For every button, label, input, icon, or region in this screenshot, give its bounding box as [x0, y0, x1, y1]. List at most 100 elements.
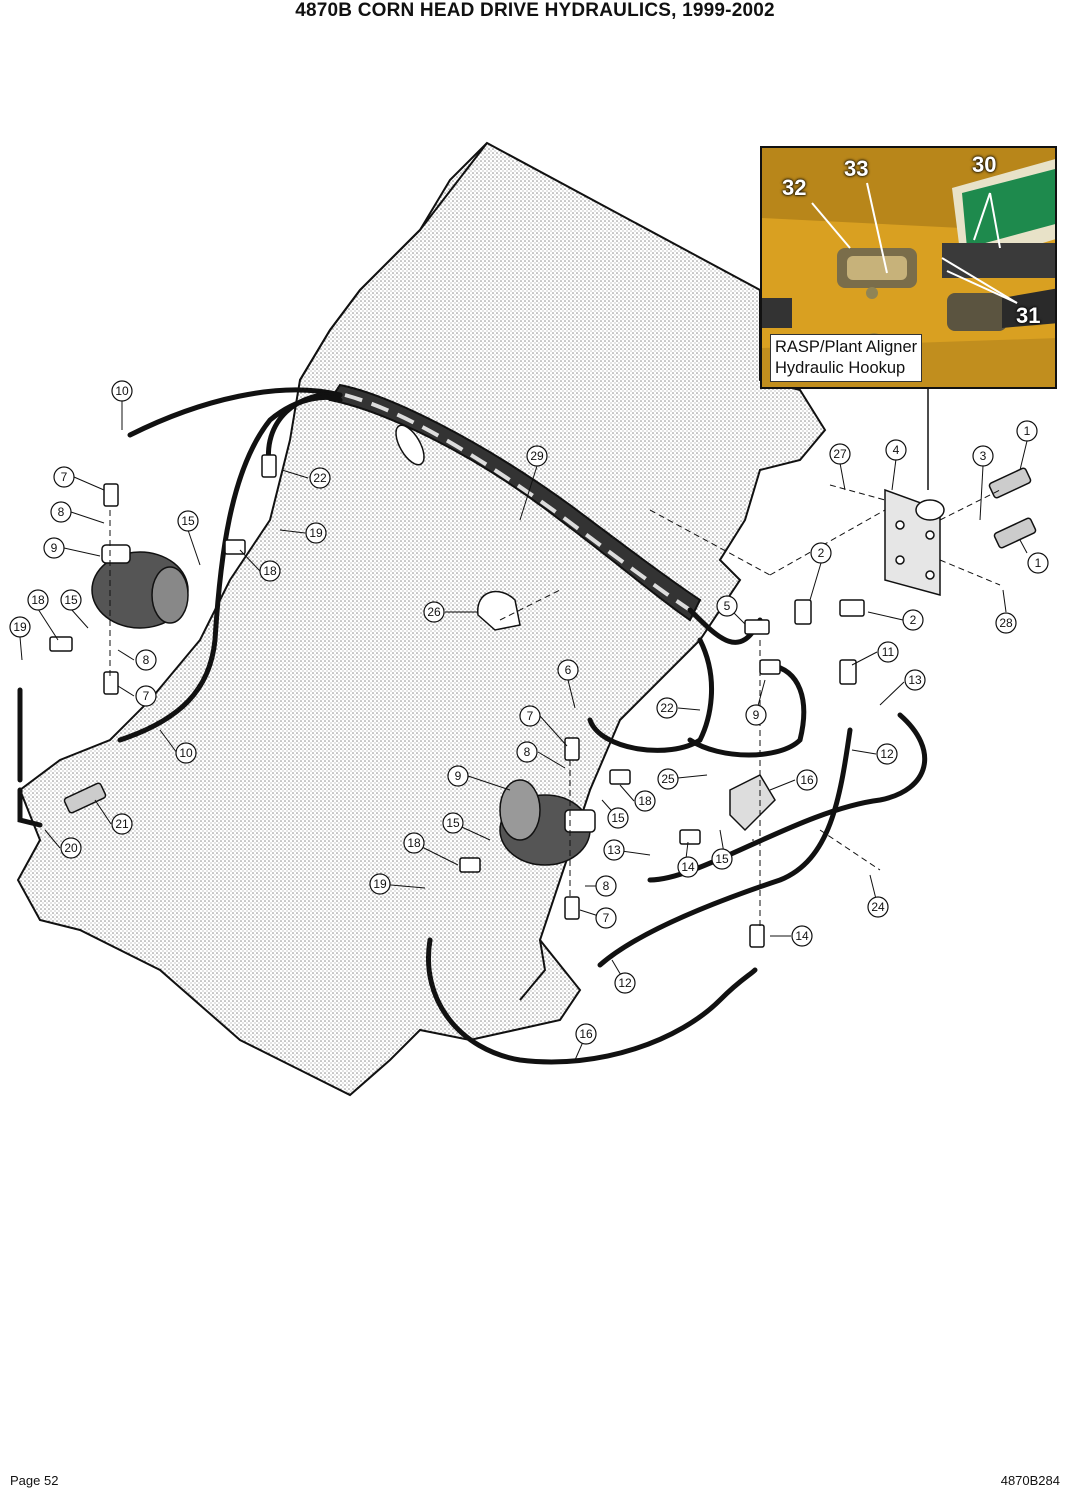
callout: 10 [111, 380, 133, 402]
callout: 7 [53, 466, 75, 488]
svg-text:16: 16 [800, 773, 814, 787]
svg-text:7: 7 [527, 709, 534, 723]
svg-text:9: 9 [753, 708, 760, 722]
callout: 8 [595, 875, 617, 897]
callout: 13 [904, 669, 926, 691]
callout: 18 [27, 589, 49, 611]
svg-text:7: 7 [61, 470, 68, 484]
callout: 9 [447, 765, 469, 787]
callout: 8 [135, 649, 157, 671]
svg-text:15: 15 [611, 811, 625, 825]
svg-text:26: 26 [427, 605, 441, 619]
svg-text:18: 18 [263, 564, 277, 578]
callout: 25 [657, 768, 679, 790]
dash-lines [109, 484, 1001, 930]
svg-text:2: 2 [818, 546, 825, 560]
svg-text:15: 15 [715, 852, 729, 866]
svg-text:4: 4 [893, 443, 900, 457]
svg-text:27: 27 [833, 447, 847, 461]
svg-text:1: 1 [1035, 556, 1042, 570]
svg-text:8: 8 [603, 879, 610, 893]
callout: 9 [43, 537, 65, 559]
callout: 4 [885, 439, 907, 461]
inset-label-31: 31 [1016, 303, 1041, 328]
svg-text:3: 3 [980, 449, 987, 463]
svg-text:12: 12 [880, 747, 894, 761]
callout: 19 [305, 522, 327, 544]
callout: 8 [516, 741, 538, 763]
svg-text:8: 8 [58, 505, 65, 519]
callout: 19 [9, 616, 31, 638]
svg-text:19: 19 [13, 620, 27, 634]
svg-text:22: 22 [660, 701, 674, 715]
hose-cover [328, 383, 702, 622]
callout: 7 [595, 907, 617, 929]
callouts: 10 7 8 9 15 22 19 18 18 15 19 8 7 10 21 … [9, 380, 1049, 1045]
svg-text:22: 22 [313, 471, 327, 485]
svg-text:15: 15 [446, 816, 460, 830]
svg-text:7: 7 [143, 689, 150, 703]
motor-lower [499, 779, 596, 866]
components [49, 454, 1037, 948]
leader-lines [19, 400, 1028, 1061]
svg-text:20: 20 [64, 841, 78, 855]
inset-label-32: 32 [782, 175, 807, 200]
inset-caption-line1: RASP/Plant Aligner [775, 338, 918, 356]
svg-text:9: 9 [455, 769, 462, 783]
callout: 19 [369, 873, 391, 895]
callout: 7 [135, 685, 157, 707]
svg-text:29: 29 [530, 449, 544, 463]
callout: 20 [60, 837, 82, 859]
svg-text:13: 13 [607, 843, 621, 857]
callout: 21 [111, 813, 133, 835]
svg-text:2: 2 [910, 613, 917, 627]
svg-text:6: 6 [565, 663, 572, 677]
svg-text:9: 9 [51, 541, 58, 555]
header-frame [16, 141, 827, 1097]
svg-text:12: 12 [618, 976, 632, 990]
callout: 13 [603, 839, 625, 861]
callout: 12 [876, 743, 898, 765]
callout: 18 [259, 560, 281, 582]
callout: 9 [745, 704, 767, 726]
svg-text:1: 1 [1024, 424, 1031, 438]
callout: 8 [50, 501, 72, 523]
clamp [477, 590, 521, 631]
callout: 27 [829, 443, 851, 465]
page-title: 4870B CORN HEAD DRIVE HYDRAULICS, 1999-2… [295, 0, 775, 21]
svg-text:14: 14 [681, 860, 695, 874]
inset-caption: RASP/Plant Aligner Hydraulic Hookup [770, 334, 923, 382]
callout: 18 [634, 790, 656, 812]
callout: 1 [1016, 420, 1038, 442]
svg-text:5: 5 [724, 599, 731, 613]
callout: 14 [791, 925, 813, 947]
inset-label-33: 33 [844, 156, 869, 181]
valve-block [729, 774, 776, 832]
callout: 7 [519, 705, 541, 727]
callout: 2 [810, 542, 832, 564]
svg-text:24: 24 [871, 900, 885, 914]
callout: 16 [796, 769, 818, 791]
callout: 22 [656, 697, 678, 719]
motor-upper [91, 544, 189, 629]
callout: 6 [557, 659, 579, 681]
callout: 22 [309, 467, 331, 489]
callout: 15 [60, 589, 82, 611]
inset-caption-line2: Hydraulic Hookup [775, 359, 906, 377]
callout: 26 [423, 601, 445, 623]
callout: 1 [1027, 552, 1049, 574]
svg-text:7: 7 [603, 911, 610, 925]
callout: 15 [177, 510, 199, 532]
callout: 5 [716, 595, 738, 617]
page-number: Page 52 [10, 1473, 59, 1488]
callout: 12 [614, 972, 636, 994]
svg-text:10: 10 [179, 746, 193, 760]
svg-text:16: 16 [579, 1027, 593, 1041]
svg-text:13: 13 [908, 673, 922, 687]
svg-text:15: 15 [64, 593, 78, 607]
callout: 24 [867, 896, 889, 918]
svg-text:18: 18 [407, 836, 421, 850]
svg-text:8: 8 [143, 653, 150, 667]
svg-text:14: 14 [795, 929, 809, 943]
